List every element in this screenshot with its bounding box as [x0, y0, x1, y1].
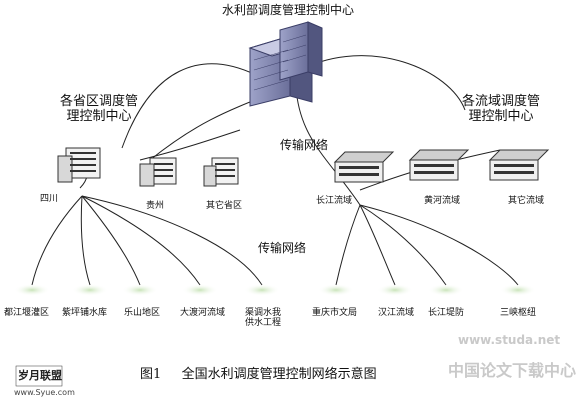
site-leshan: 乐山地区	[124, 308, 161, 318]
province-guizhou: 贵州	[146, 201, 165, 211]
link-sichuan-site-1	[31, 195, 83, 286]
network-label-upper: 传输网络	[280, 138, 329, 152]
link-hq-provincial	[121, 63, 263, 149]
site-pad-icon	[428, 284, 464, 296]
site-hanjiang: 汉江流域	[378, 308, 415, 318]
link-sichuan-site-3	[81, 195, 141, 286]
link-changjiang-site-3	[359, 204, 447, 286]
watermark-left-name: 岁月联盟	[18, 369, 62, 382]
link-changjiang-site-1	[335, 204, 361, 286]
changjiang-site-pads	[318, 284, 536, 296]
site-pad-icon	[244, 284, 280, 296]
site-zipingpu: 紫坪铺水库	[62, 308, 108, 318]
hq-title: 水利部调度管理控制中心	[222, 3, 355, 17]
basin-other: 其它流域	[508, 196, 545, 206]
provincial-center-label: 各省区调度管 理控制中心	[59, 94, 138, 124]
basin-huanghe: 黄河流域	[424, 196, 461, 206]
site-sanxia: 三峡枢纽	[500, 308, 537, 318]
site-pad-icon	[122, 284, 158, 296]
sichuan-building-icon	[57, 147, 101, 183]
province-sichuan: 四川	[40, 194, 59, 204]
guizhou-building-icon	[139, 157, 177, 187]
figure-number: 图1	[140, 367, 162, 382]
basin-center-label: 各流域调度管 理控制中心	[461, 94, 540, 124]
site-changjiang-levee: 长江堤防	[428, 308, 465, 318]
site-pad-icon	[72, 284, 108, 296]
link-changjiang-site-2	[359, 204, 396, 286]
watermark-left-url: www.Syue.com	[14, 388, 75, 397]
site-pad-icon	[14, 284, 50, 296]
syue-logo-icon	[15, 365, 63, 387]
link-changjiang-site-4	[359, 204, 519, 286]
site-pad-icon	[182, 284, 218, 296]
link-guizhou	[139, 129, 241, 161]
figure-title: 全国水利调度管理控制网络示意图	[181, 367, 377, 382]
link-sichuan-site-2	[80, 195, 91, 286]
site-dujiangyan: 都江堰灌区	[4, 308, 50, 318]
site-daduhe: 大渡河流域	[180, 308, 226, 318]
figure-caption: 图1 全国水利调度管理控制网络示意图	[140, 367, 377, 383]
site-pad-icon	[500, 284, 536, 296]
watermark-right-name: 中国论文下载中心	[448, 361, 577, 380]
link-sichuan-site-5	[81, 195, 263, 286]
sichuan-site-pads	[14, 284, 280, 296]
basin-changjiang: 长江流域	[316, 196, 353, 206]
huanghe-building-icon	[408, 149, 470, 181]
province-other: 其它省区	[206, 201, 243, 211]
other-province-building-icon	[203, 157, 239, 187]
other-basin-building-icon	[488, 149, 550, 181]
site-chongqing: 重庆市文局	[312, 308, 358, 318]
link-hq-lower	[295, 87, 361, 206]
link-hq-basin	[299, 55, 466, 111]
changjiang-building-icon	[333, 151, 395, 183]
link-sichuan-site-4	[81, 195, 201, 286]
watermark-right-url: www.studa.net	[458, 333, 561, 347]
network-label-lower: 传输网络	[258, 241, 307, 255]
site-pad-icon	[377, 284, 413, 296]
site-water-supply: 渠调水我 供水工程	[244, 308, 281, 329]
site-pad-icon	[318, 284, 354, 296]
hq-building-icon	[248, 21, 323, 107]
